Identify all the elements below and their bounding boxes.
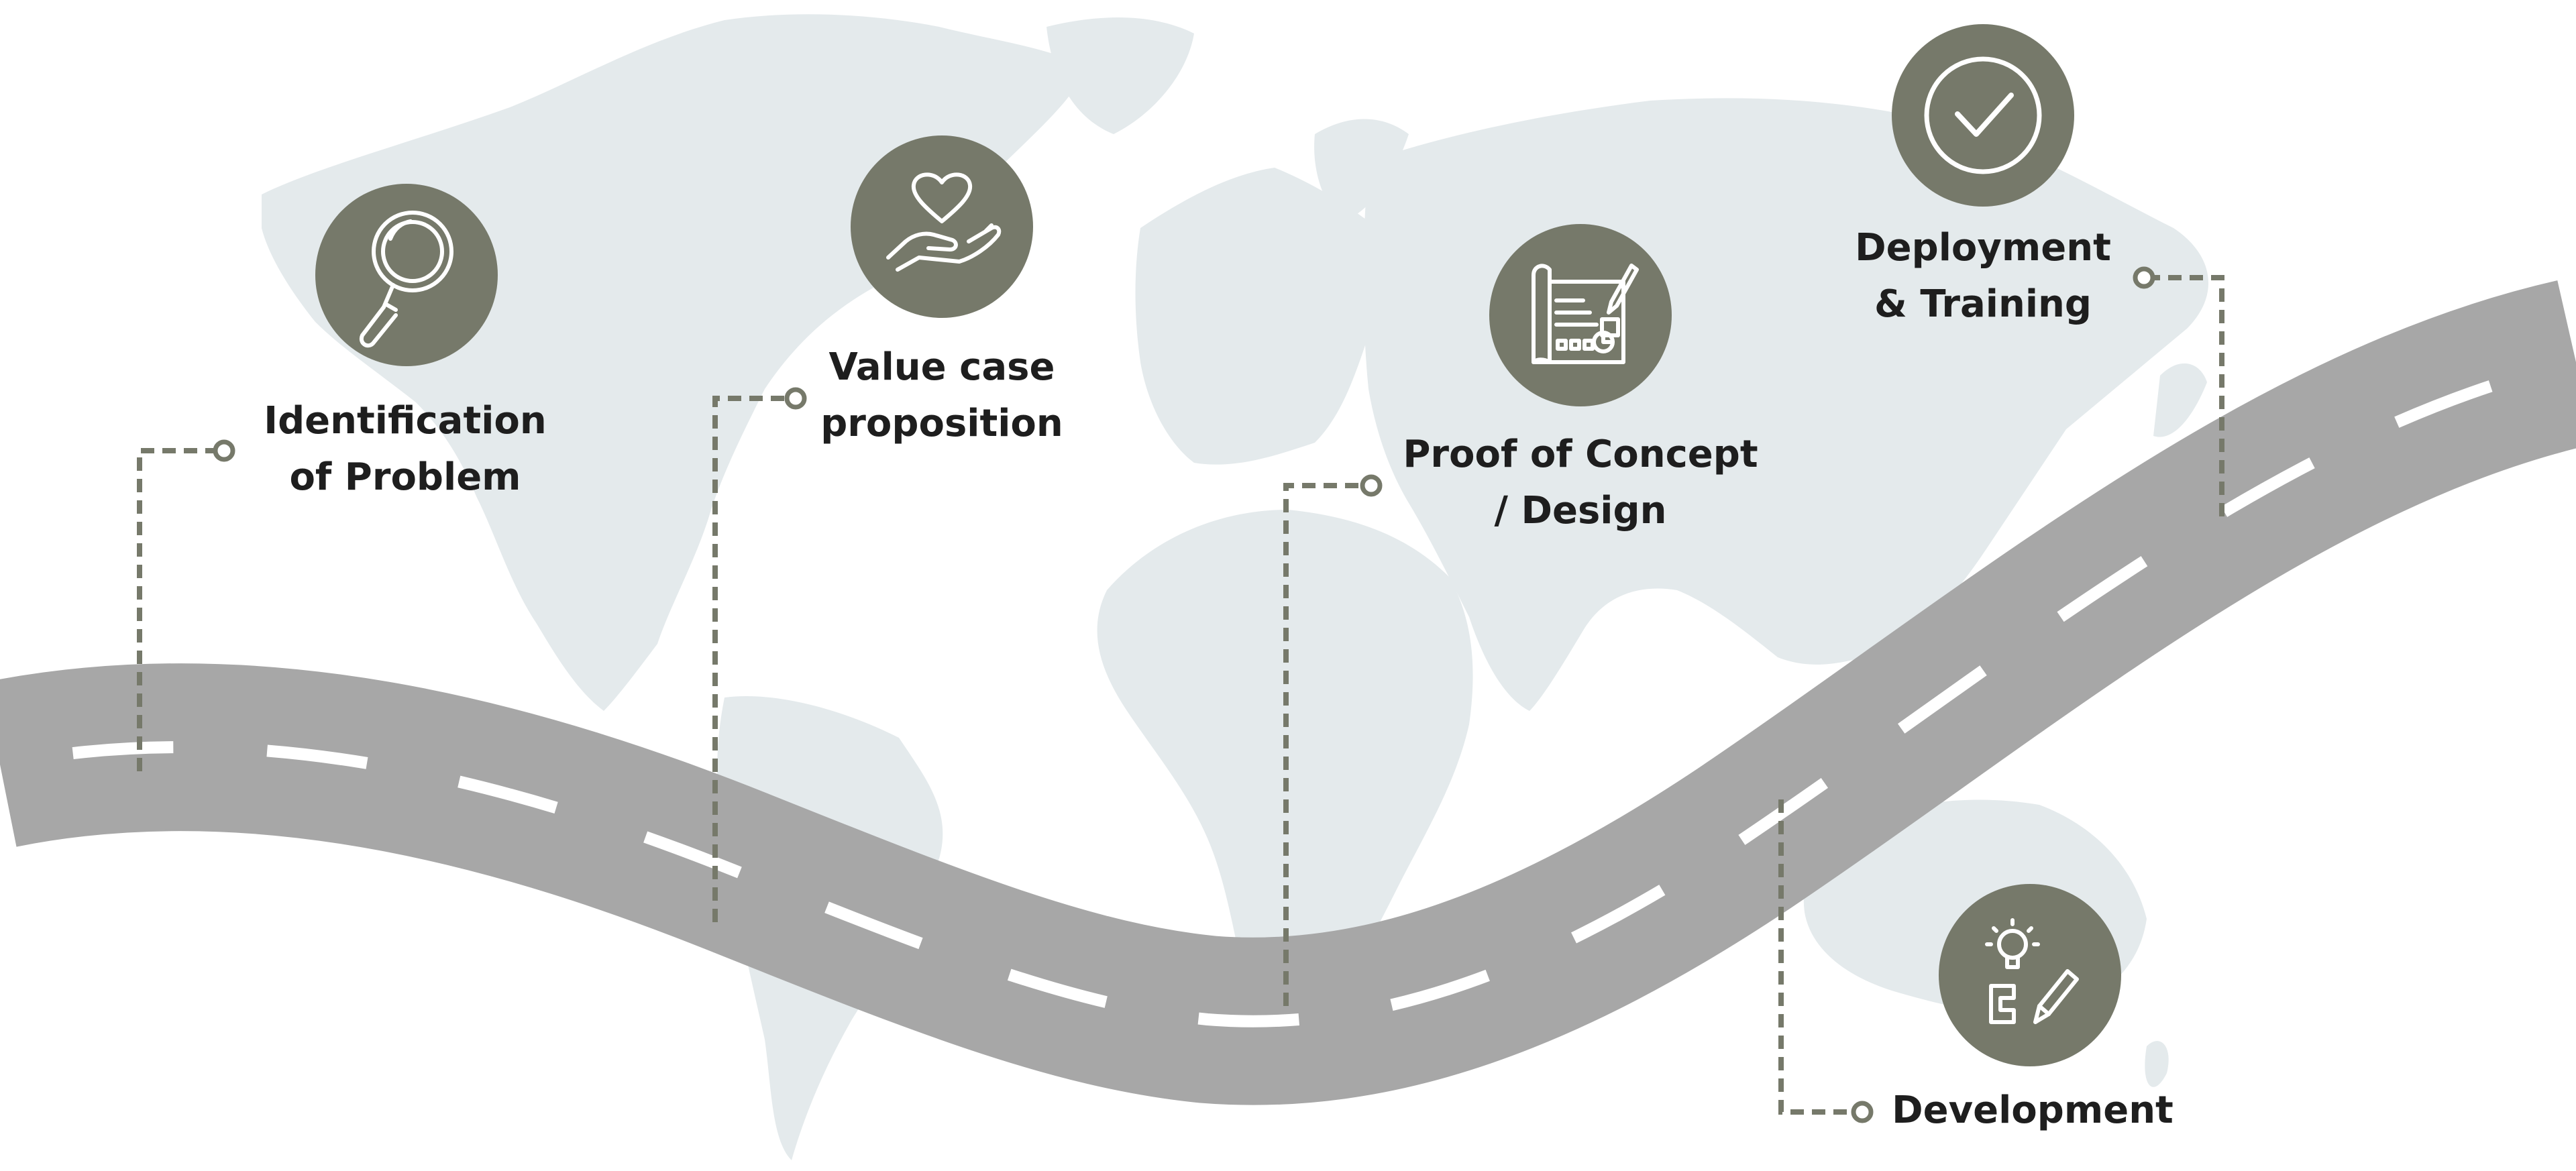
connectors bbox=[137, 275, 2224, 1115]
idea-pencil-icon bbox=[1939, 884, 2121, 1066]
label-value-line1: Value case bbox=[828, 345, 1055, 389]
label-value: Value case proposition bbox=[767, 339, 1116, 452]
magnifier-icon bbox=[315, 184, 498, 366]
label-identification-line1: Identification bbox=[264, 399, 547, 443]
endpoint-identification bbox=[213, 439, 235, 462]
endpoint-deployment bbox=[2133, 266, 2155, 289]
label-identification-line2: of Problem bbox=[289, 455, 521, 499]
heart-hand-icon bbox=[851, 135, 1033, 318]
label-development-line1: Development bbox=[1892, 1089, 2174, 1132]
label-poc-line2: / Design bbox=[1494, 489, 1667, 533]
endpoint-poc bbox=[1360, 474, 1383, 497]
label-poc-line1: Proof of Concept bbox=[1403, 433, 1758, 476]
connector-identification bbox=[137, 448, 215, 771]
label-development: Development bbox=[1865, 1082, 2200, 1139]
label-identification: Identification of Problem bbox=[231, 393, 580, 506]
checkmark-icon bbox=[1892, 24, 2074, 207]
blueprint-icon bbox=[1489, 224, 1672, 406]
label-value-line2: proposition bbox=[820, 402, 1063, 445]
connector-poc bbox=[1283, 483, 1362, 1006]
endpoint-development bbox=[1851, 1101, 1874, 1123]
endpoint-value bbox=[784, 387, 807, 410]
connector-deployment bbox=[2155, 275, 2224, 516]
connector-development bbox=[1778, 799, 1851, 1115]
road bbox=[0, 280, 2576, 1105]
road-center-dashes bbox=[0, 356, 2576, 1027]
label-deployment: Deployment & Training bbox=[1809, 220, 2157, 333]
connector-endpoints bbox=[213, 266, 2155, 1123]
milestone-icons bbox=[315, 24, 2121, 1066]
connector-value bbox=[712, 396, 786, 922]
label-poc: Proof of Concept / Design bbox=[1346, 427, 1815, 539]
label-deployment-line1: Deployment bbox=[1855, 226, 2111, 270]
label-deployment-line2: & Training bbox=[1874, 282, 2092, 326]
